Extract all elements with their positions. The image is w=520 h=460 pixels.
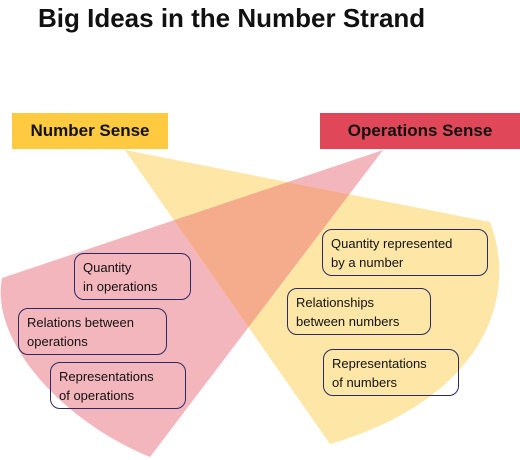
idea-line: operations <box>27 334 88 349</box>
idea-line: in operations <box>83 279 158 294</box>
idea-representations-of-numbers: Representations of numbers <box>323 349 459 396</box>
number-sense-label-bg <box>12 113 168 149</box>
idea-line: of numbers <box>332 375 398 390</box>
idea-line: Quantity represented <box>331 236 453 251</box>
idea-representations-of-operations: Representations of operations <box>50 362 186 409</box>
operations-sense-label-bg <box>320 113 520 149</box>
idea-quantity-represented: Quantity represented by a number <box>322 229 488 276</box>
idea-relations-between-operations: Relations between operations <box>18 308 167 355</box>
idea-line: Relations between <box>27 315 134 330</box>
idea-line: of operations <box>59 388 135 403</box>
operations-sense-label: Operations Sense <box>347 121 493 140</box>
number-sense-label: Number Sense <box>30 121 150 140</box>
idea-line: Relationships <box>296 295 375 310</box>
diagram-title: Big Ideas in the Number Strand <box>38 3 426 33</box>
idea-line: Representations <box>59 369 154 384</box>
idea-quantity-in-operations: Quantity in operations <box>74 253 191 300</box>
idea-relationships-between-numbers: Relationships between numbers <box>287 288 431 335</box>
idea-line: between numbers <box>296 314 400 329</box>
idea-line: Representations <box>332 356 427 371</box>
idea-line: by a number <box>331 255 404 270</box>
idea-line: Quantity <box>83 260 132 275</box>
